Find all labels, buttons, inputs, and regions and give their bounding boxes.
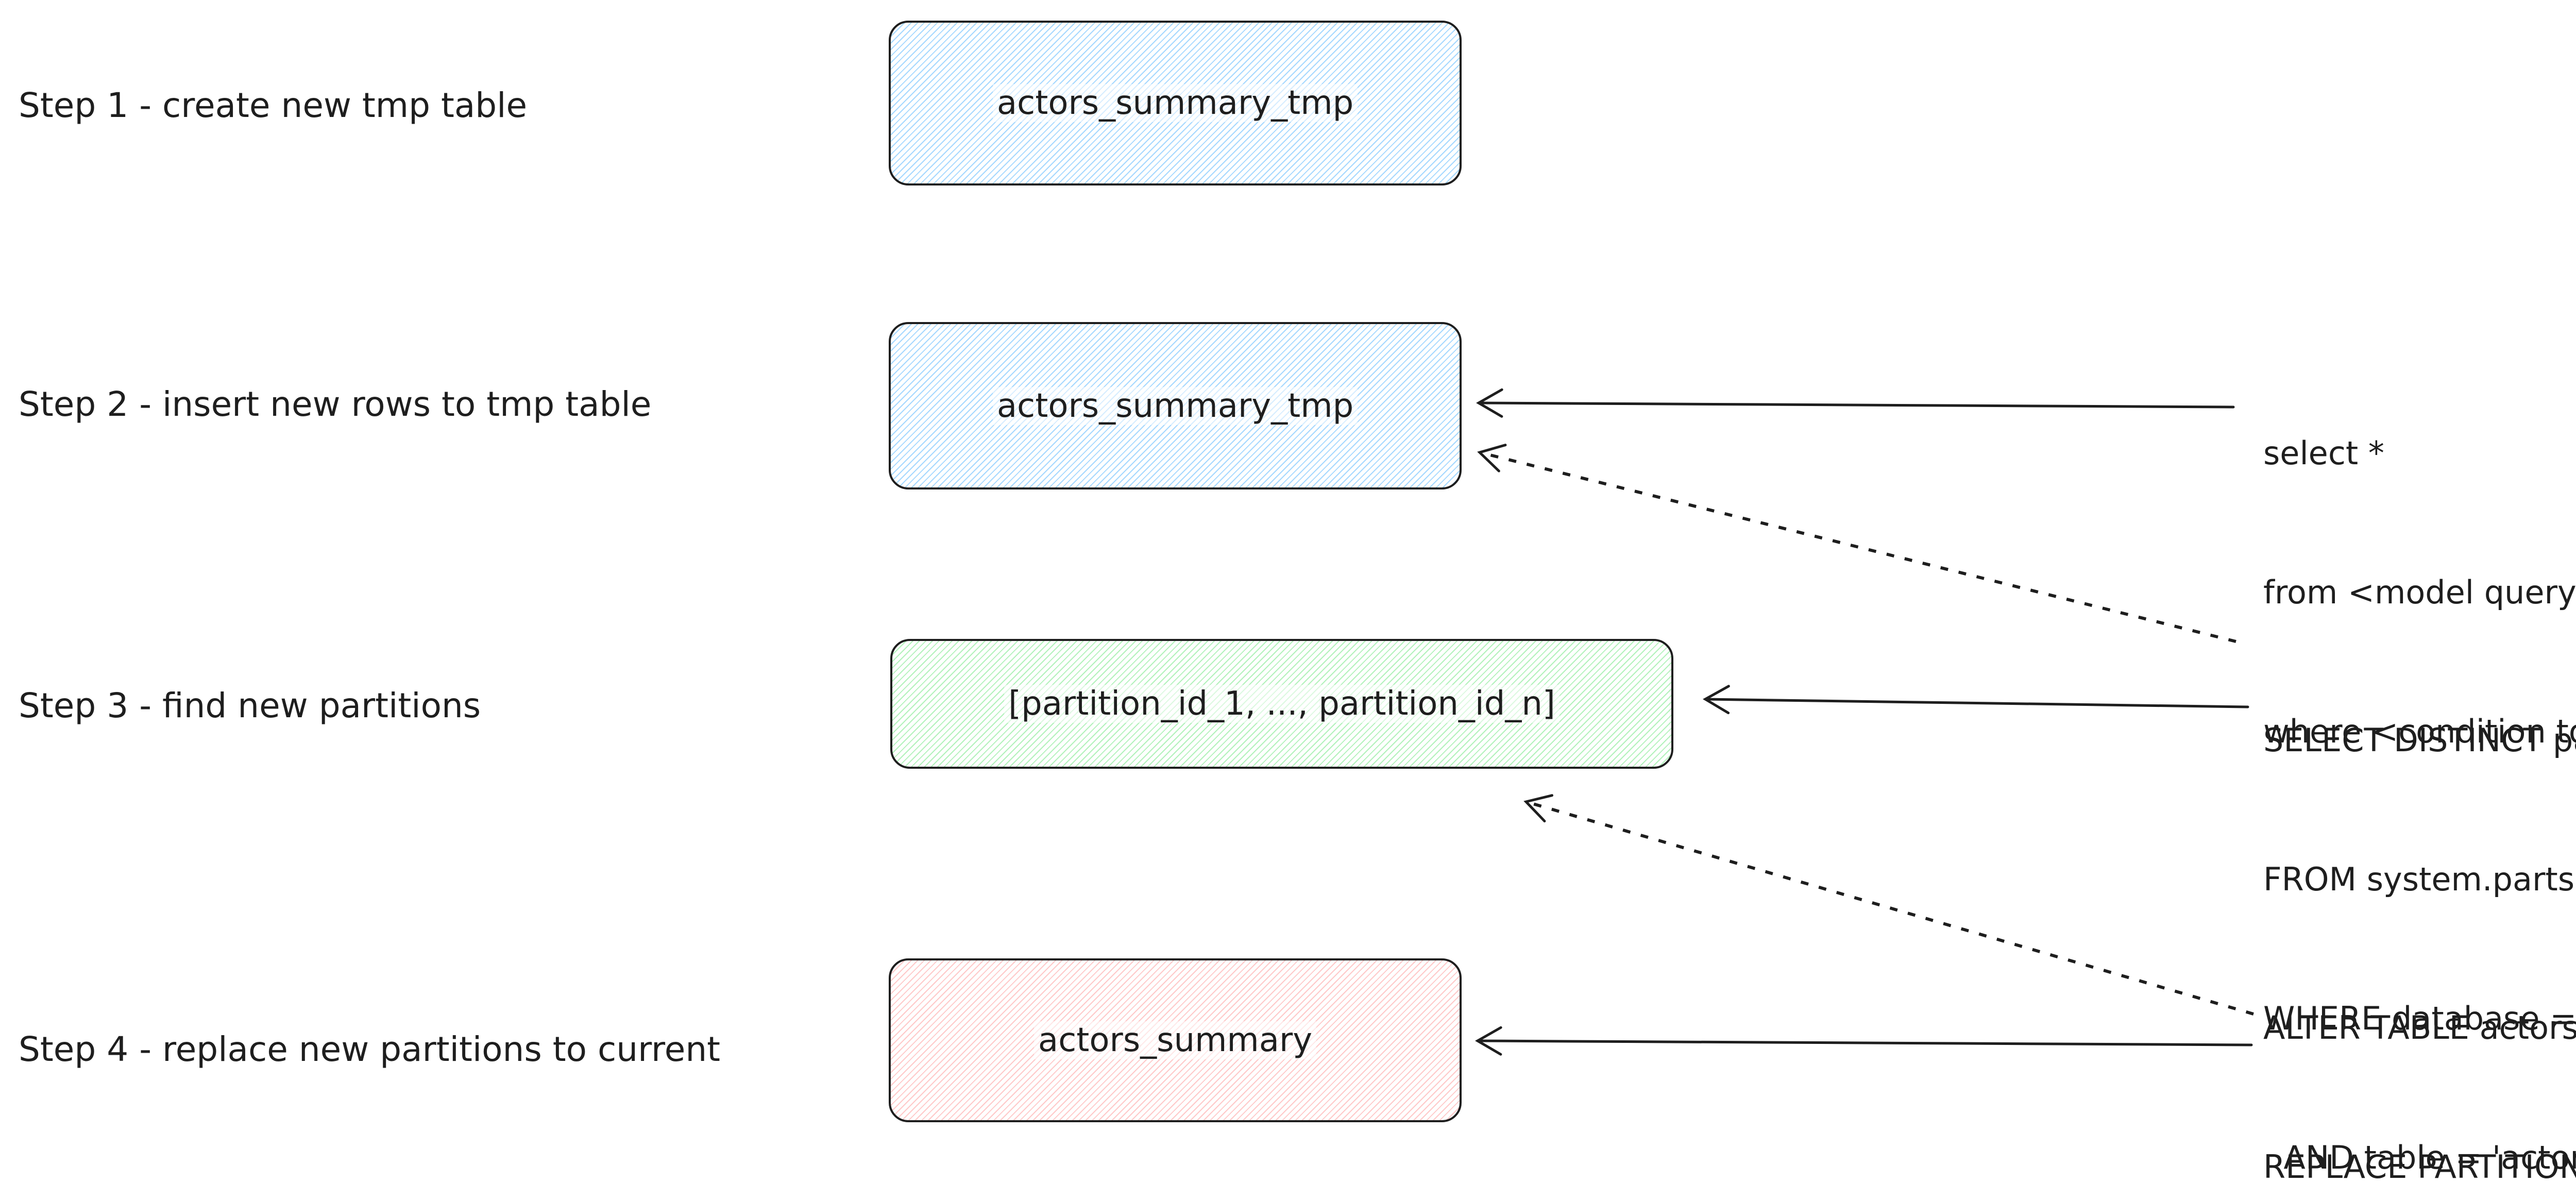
code-line: select *	[2263, 434, 2384, 472]
box-actors-summary: actors_summary	[889, 958, 1462, 1122]
code-block-insert-query: select * from <model query> where <condi…	[2263, 337, 2576, 848]
box-actors-summary-text: actors_summary	[1033, 1021, 1317, 1059]
step-3-label: Step 3 - find new partitions	[19, 686, 481, 725]
box-partition-list: [partition_id_1, ..., partition_id_n]	[890, 639, 1673, 769]
box-tmp-table-step2: actors_summary_tmp	[889, 322, 1462, 489]
arrow-select-to-tmp-table	[1476, 388, 2235, 418]
step-4-label: Step 4 - replace new partitions to curre…	[19, 1029, 721, 1069]
box-partition-list-text: [partition_id_1, ..., partition_id_n]	[1004, 685, 1560, 723]
code-block-partitions-query: SELECT DISTINCT partition_id FROM system…	[2263, 624, 2576, 1199]
box-tmp-table-step1-text: actors_summary_tmp	[992, 84, 1358, 122]
arrow-replace-query-to-actors-summary	[1475, 1026, 2253, 1056]
code-line: REPLACE PARTITION partition_id_1	[2263, 1148, 2576, 1186]
box-tmp-table-step2-text: actors_summary_tmp	[992, 386, 1358, 425]
code-line: FROM system.parts	[2263, 860, 2575, 898]
dashed-arrow-partitions-query-to-tmp-table	[1477, 444, 2236, 643]
step-1-label: Step 1 - create new tmp table	[19, 86, 528, 125]
box-tmp-table-step1: actors_summary_tmp	[889, 21, 1462, 185]
dashed-arrow-replace-query-to-partition-list	[1523, 794, 2254, 1016]
arrow-partitions-query-to-partition-list	[1703, 685, 2249, 715]
code-line: WHERE database = <database>	[2263, 1000, 2576, 1037]
code-line: from <model query>	[2263, 573, 2576, 611]
code-line: where <condition to identify new>	[2263, 713, 2576, 750]
code-block-replace-query: ALTER TABLE actors_summary REPLACE PARTI…	[2263, 912, 2576, 1199]
code-line: SELECT DISTINCT partition_id	[2263, 721, 2576, 759]
code-line: AND table = 'actors_summary_tmp'	[2283, 1139, 2576, 1176]
step-2-label: Step 2 - insert new rows to tmp table	[19, 384, 652, 424]
code-line: ALTER TABLE actors_summary	[2263, 1009, 2576, 1046]
